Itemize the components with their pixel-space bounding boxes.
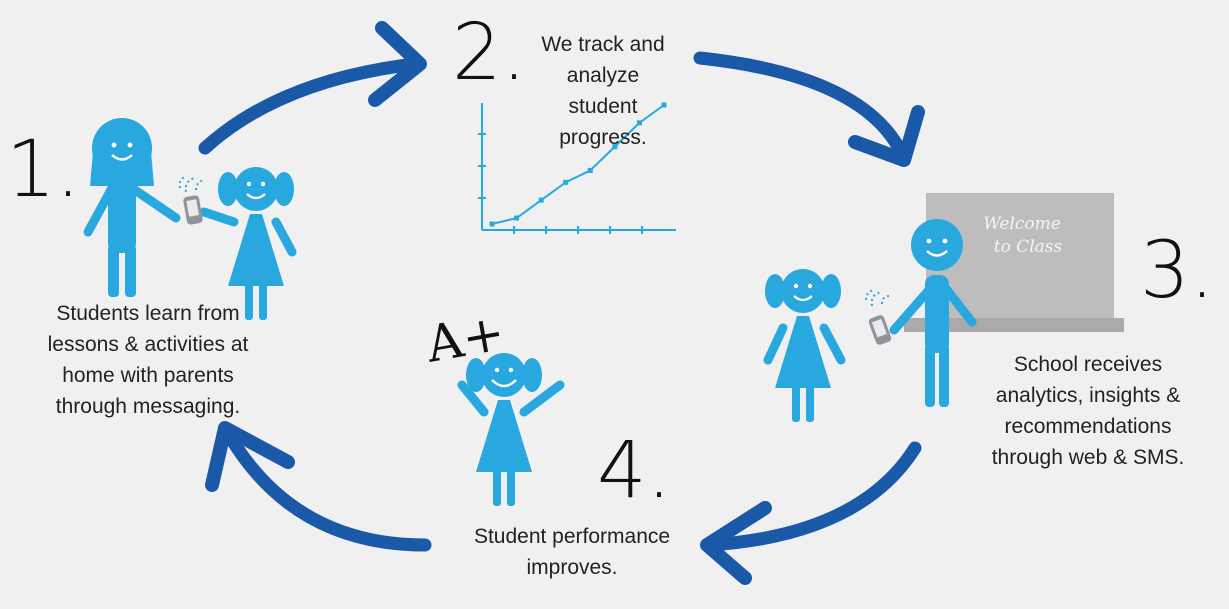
- chart-point-0: [489, 221, 495, 227]
- step-3-caption: School receives analytics, insights & re…: [991, 353, 1185, 469]
- step-2-number: 2.: [452, 8, 527, 98]
- happy-student-figure: [457, 353, 565, 506]
- student-figure: [763, 269, 846, 422]
- step-3-illustration: Welcome to Class: [763, 193, 1124, 422]
- chalkboard-line-1: Welcome: [983, 214, 1061, 234]
- step-1-illustration: [83, 118, 297, 320]
- chart-point-3: [563, 179, 569, 185]
- phone-icon: [182, 194, 204, 226]
- teacher-figure: [889, 217, 977, 409]
- step-2-caption: We track and analyze student progress.: [541, 33, 665, 149]
- phone-icon: [867, 314, 893, 346]
- chart-point-6: [636, 120, 642, 126]
- chart-point-1: [514, 215, 520, 221]
- chart-x-axis: [482, 226, 676, 234]
- chart-y-axis: [478, 103, 486, 230]
- step-4-illustration: A+: [421, 303, 565, 506]
- arrow-1-to-2: [198, 21, 427, 155]
- step-1-number: 1.: [6, 125, 81, 215]
- parent-figure: [83, 118, 181, 297]
- chart-point-2: [538, 197, 544, 203]
- chart-point-4: [587, 167, 593, 173]
- step-3-number: 3.: [1140, 226, 1215, 316]
- chalkboard-line-2: to Class: [994, 237, 1063, 257]
- arrow-2-to-3: [693, 51, 925, 167]
- chart-series-points: [489, 102, 667, 227]
- progress-chart: [478, 102, 676, 234]
- signal-icon: [865, 289, 891, 307]
- chart-series-line: [491, 104, 665, 225]
- child-figure: [199, 167, 297, 320]
- arrow-4-to-1: [205, 421, 432, 552]
- grade-mark: A+: [421, 303, 509, 374]
- step-4-caption: Student performance improves.: [473, 525, 671, 579]
- chart-point-5: [612, 144, 618, 150]
- cycle-arrows: [198, 21, 925, 585]
- step-4-number: 4.: [597, 426, 672, 516]
- signal-icon: [178, 175, 205, 193]
- step-1-caption: Students learn from lessons & activities…: [47, 302, 249, 418]
- chart-point-7: [661, 102, 667, 108]
- arrow-3-to-4: [700, 441, 922, 585]
